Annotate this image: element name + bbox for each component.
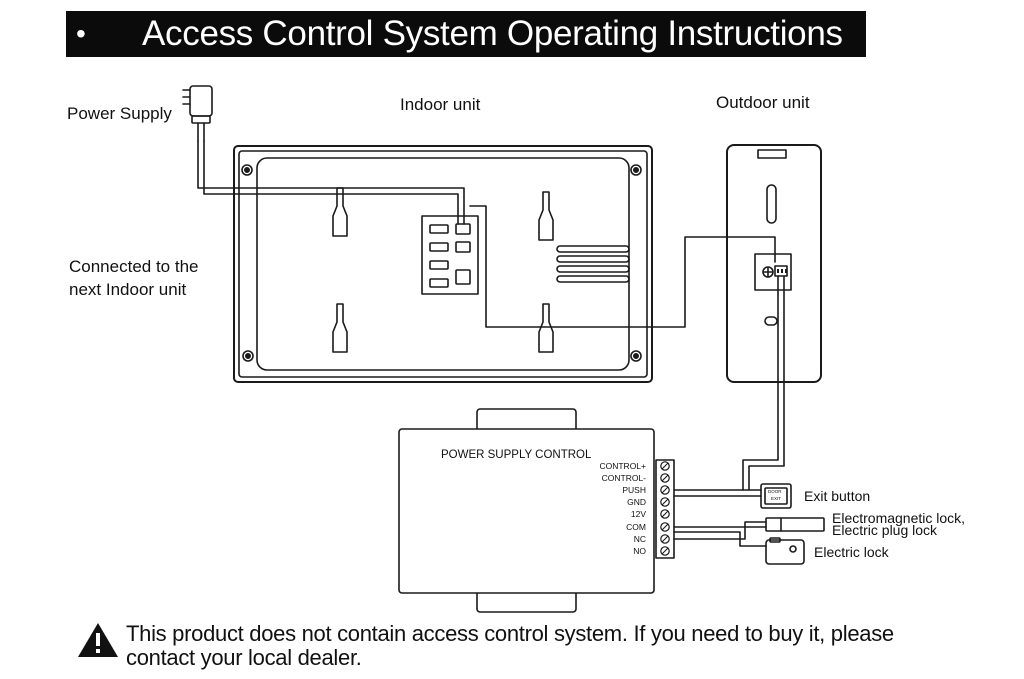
power-supply-control-box (398, 408, 675, 613)
indoor-unit-label: Indoor unit (400, 95, 481, 114)
page-title: Access Control System Operating Instruct… (142, 14, 843, 53)
exit-button-label: Exit button (804, 488, 871, 504)
terminal-label: GND (627, 497, 646, 507)
power-supply-control-title: POWER SUPPLY CONTROL (441, 449, 592, 461)
exit-button-face-line2: EXIT (771, 496, 782, 501)
terminal-label: PUSH (622, 485, 646, 495)
terminal-label: CONTROL+ (599, 461, 646, 471)
em-lock-label-line1: Electromagnetic lock, (832, 510, 966, 526)
electric-lock-label: Electric lock (814, 544, 889, 560)
warning-line2: contact your local dealer. (126, 645, 362, 670)
terminal-label: CONTROL- (601, 473, 646, 483)
terminal-label: COM (626, 522, 646, 532)
next-indoor-label-line2: next Indoor unit (69, 280, 187, 299)
terminal-label: NC (633, 534, 646, 544)
warning-line1: This product does not contain access con… (126, 621, 894, 646)
exit-button-face-line1: DOOR (768, 489, 782, 494)
power-supply-label: Power Supply (67, 104, 172, 123)
warning-triangle-icon (78, 623, 118, 657)
title-bullet: • (76, 18, 86, 49)
power-adapter-icon (182, 85, 213, 142)
electric-lock-icon (765, 537, 805, 565)
terminal-label: NO (633, 546, 646, 556)
outdoor-unit (726, 144, 822, 383)
em-lock-label-line2: Electric plug lock (832, 522, 938, 538)
next-indoor-label-line1: Connected to the (69, 257, 199, 276)
title-bar: • Access Control System Operating Instru… (66, 11, 866, 57)
electromagnetic-lock-icon (765, 517, 825, 532)
warning-text: This product does not contain access con… (126, 622, 894, 670)
terminal-label: 12V (630, 509, 646, 519)
outdoor-unit-label: Outdoor unit (716, 93, 810, 112)
exit-button-icon (760, 483, 792, 509)
indoor-unit (233, 145, 653, 383)
